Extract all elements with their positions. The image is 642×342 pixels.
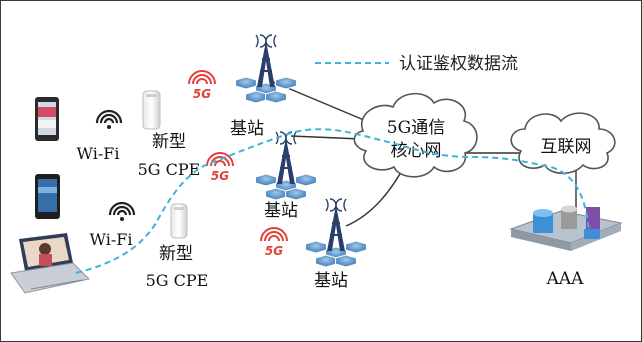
signal-5g-icon: 5G xyxy=(260,227,288,258)
phone-device-top xyxy=(35,97,59,141)
base-station-middle xyxy=(255,131,317,201)
wifi-bottom-label: Wi-Fi xyxy=(90,230,133,249)
station-middle-label: 基站 xyxy=(264,201,298,221)
core-network-cloud: 5G通信 核心网 xyxy=(353,92,478,178)
cpe-bottom-line1: 新型 xyxy=(159,244,193,264)
cpe-device-bottom xyxy=(170,203,188,239)
aaa-label: AAA xyxy=(546,269,585,289)
wifi-top-label: Wi-Fi xyxy=(77,144,120,163)
svg-text:5G: 5G xyxy=(265,244,283,258)
cpe-top-line1: 新型 xyxy=(152,132,186,152)
database-icon xyxy=(533,213,553,233)
legend-label: 认证鉴权数据流 xyxy=(399,54,518,74)
link-middle-station-core xyxy=(290,135,362,140)
signal-5g-icon: 5G xyxy=(188,70,216,101)
station-top-label: 基站 xyxy=(230,119,264,139)
cpe-bottom-line2: 5G CPE xyxy=(146,271,209,290)
station-bottom-label: 基站 xyxy=(314,271,348,291)
legend: 认证鉴权数据流 xyxy=(315,54,518,74)
svg-text:5G: 5G xyxy=(193,87,211,101)
laptop-device xyxy=(10,233,91,294)
svg-text:5G: 5G xyxy=(211,169,229,183)
cpe-top-line2: 5G CPE xyxy=(138,160,201,179)
signal-5g-icon: 5G xyxy=(206,152,234,183)
auth-flow-path xyxy=(75,128,590,274)
core-line1: 5G通信 xyxy=(387,118,445,138)
internet-cloud: 互联网 xyxy=(510,112,616,175)
base-station-top xyxy=(235,34,297,104)
internet-label: 互联网 xyxy=(541,137,592,157)
core-line2: 核心网 xyxy=(391,141,442,161)
link-bottom-station-core xyxy=(345,162,407,227)
wifi-icon xyxy=(95,109,123,129)
wifi-icon xyxy=(108,201,136,221)
cpe-device-top xyxy=(142,90,161,130)
aaa-server: AAA xyxy=(509,205,623,289)
phone-device-bottom xyxy=(35,174,60,219)
base-station-bottom xyxy=(305,198,367,268)
